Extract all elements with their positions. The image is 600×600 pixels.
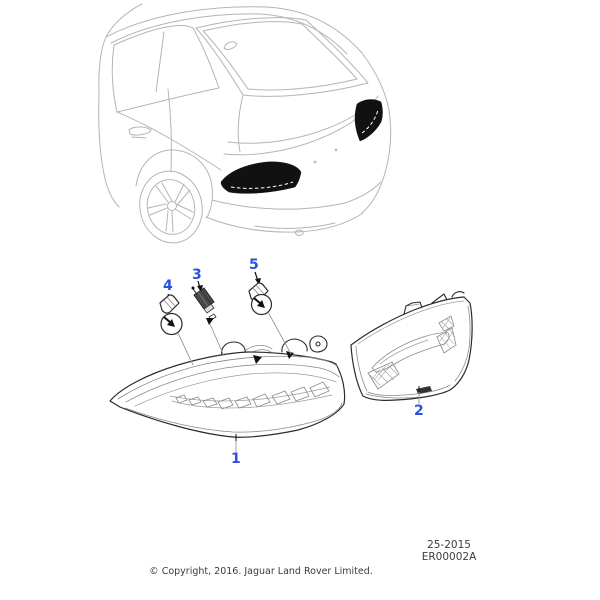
hatch-patch-top (438, 315, 455, 332)
callout-2[interactable]: 2 (414, 403, 424, 419)
door-handle (128, 126, 152, 136)
outer-lamp-body (109, 351, 346, 438)
callout-5[interactable]: 5 (249, 257, 259, 273)
bulb-3-drawing (191, 280, 217, 325)
car-outer-tail-lamp (220, 161, 302, 194)
callout-4[interactable]: 4 (163, 278, 173, 294)
rear-wheel (139, 170, 203, 244)
wheel-arch (135, 149, 213, 219)
rear-window (195, 17, 369, 97)
bulb-5-drawing (248, 271, 273, 316)
leader-lines (177, 311, 420, 452)
callout-1[interactable]: 1 (231, 451, 241, 467)
bulb-4-drawing (159, 293, 183, 336)
bulb-4-base (159, 294, 180, 314)
hatch-patch-right (436, 327, 457, 354)
inner-lamp-body (350, 296, 473, 401)
led-segments (175, 381, 330, 410)
callout-3[interactable]: 3 (192, 267, 202, 283)
outer-tail-lamp-drawing (109, 335, 346, 438)
car-inner-tail-lamp (354, 99, 383, 142)
copyright-text: © Copyright, 2016. Jaguar Land Rover Lim… (149, 566, 373, 577)
hatch-patch-bottom (367, 361, 400, 390)
inner-tail-lamp-drawing (350, 291, 473, 401)
exhaust-tip (295, 229, 304, 236)
drawing-ref-number: 25-2015 (427, 539, 471, 551)
drawing-ref-code: ER00002A (421, 551, 477, 563)
antenna-fin (223, 41, 238, 50)
side-glass (111, 25, 220, 113)
car-illustration (98, 3, 392, 244)
